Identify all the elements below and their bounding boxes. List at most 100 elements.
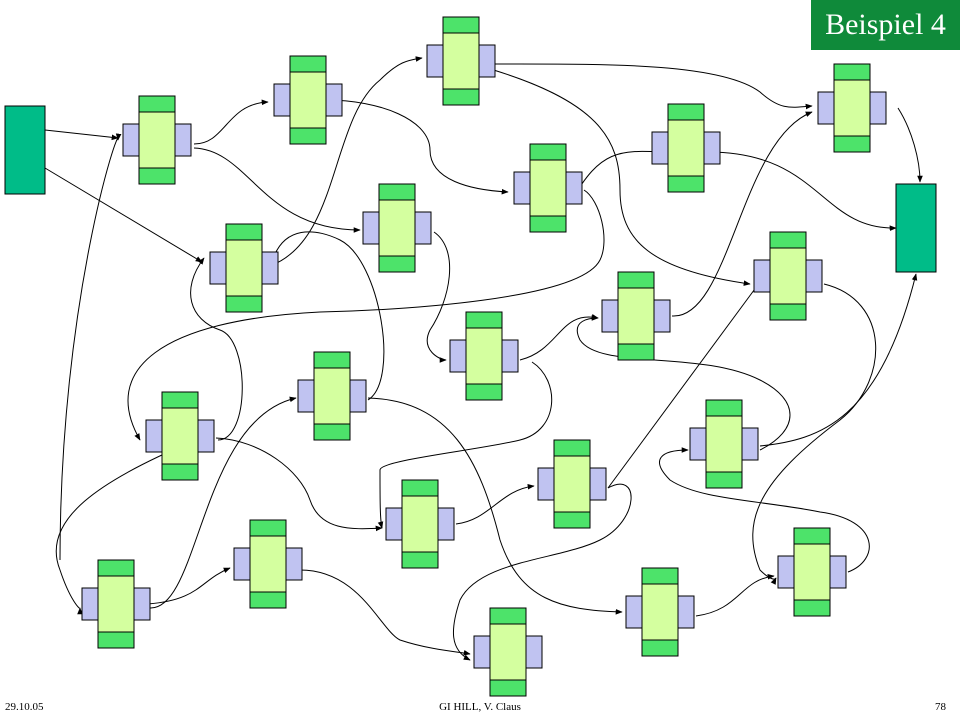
output-port: [437, 507, 455, 541]
connector-arrow: [759, 273, 918, 447]
output-port: [325, 83, 343, 117]
connector-arrow: [269, 56, 423, 267]
block-header-bar: [489, 607, 527, 625]
output-port: [414, 211, 432, 245]
connector-arrow: [193, 147, 361, 233]
input-port: [513, 171, 531, 205]
connector-arrow: [147, 567, 231, 605]
input-port: [753, 259, 771, 293]
process-block: [145, 391, 215, 481]
connector-arrow: [268, 231, 385, 401]
block-footer-bar: [617, 343, 655, 361]
block-footer-bar: [489, 679, 527, 697]
block-header-bar: [529, 143, 567, 161]
connector-arrow: [44, 167, 203, 263]
connector-arrow: [215, 437, 383, 532]
connector-arrow: [193, 99, 269, 145]
process-block: [601, 271, 671, 361]
output-port: [525, 635, 543, 669]
block-footer-bar: [667, 175, 705, 193]
input-port: [122, 123, 140, 157]
block-header-bar: [138, 95, 176, 113]
output-port: [501, 339, 519, 373]
input-port: [777, 555, 795, 589]
connector-arrow: [485, 63, 813, 110]
connector-arrow: [149, 396, 297, 609]
footer-date: 29.10.05: [5, 701, 44, 713]
connector-arrow: [519, 313, 599, 361]
input-port: [426, 44, 444, 78]
input-port: [233, 547, 251, 581]
connector-arrow: [576, 315, 791, 451]
block-header-bar: [97, 559, 135, 577]
block-footer-bar: [769, 303, 807, 321]
input-port: [297, 379, 315, 413]
block-header-bar: [465, 311, 503, 329]
process-block: [209, 223, 279, 313]
input-port: [385, 507, 403, 541]
output-port: [805, 259, 823, 293]
output-port: [565, 171, 583, 205]
block-footer-bar: [401, 551, 439, 569]
output-port: [829, 555, 847, 589]
block-footer-bar: [553, 511, 591, 529]
input-port: [145, 419, 163, 453]
block-header-bar: [553, 439, 591, 457]
block-footer-bar: [313, 423, 351, 441]
block-footer-bar: [793, 599, 831, 617]
process-block: [651, 103, 721, 193]
connector-arrow: [671, 111, 813, 317]
output-port: [478, 44, 496, 78]
block-header-bar: [289, 55, 327, 73]
connector-arrow: [59, 133, 122, 561]
block-footer-bar: [289, 127, 327, 145]
connector-arrow: [44, 129, 119, 141]
process-block: [513, 143, 583, 233]
connector-arrow: [455, 483, 535, 525]
input-port: [537, 467, 555, 501]
block-footer-bar: [833, 135, 871, 153]
block-footer-bar: [529, 215, 567, 233]
block-footer-bar: [641, 639, 679, 657]
input-port: [81, 587, 99, 621]
input-port: [473, 635, 491, 669]
input-port: [817, 91, 835, 125]
input-port: [273, 83, 291, 117]
block-header-bar: [793, 527, 831, 545]
output-port: [589, 467, 607, 501]
connector-arrow: [426, 231, 451, 363]
connector-arrow: [377, 361, 553, 529]
connector-arrow: [479, 65, 751, 286]
process-block: [537, 439, 607, 529]
slide-title: Beispiel 4: [811, 0, 960, 50]
block-header-bar: [705, 399, 743, 417]
block-header-bar: [617, 271, 655, 289]
input-port: [689, 427, 707, 461]
connector-arrow: [367, 397, 623, 615]
block-header-bar: [161, 391, 199, 409]
block-header-bar: [401, 479, 439, 497]
block-header-bar: [442, 16, 480, 34]
output-port: [197, 419, 215, 453]
input-port: [601, 299, 619, 333]
block-header-bar: [833, 63, 871, 81]
connector-arrow: [752, 283, 877, 585]
output-port: [653, 299, 671, 333]
block-header-bar: [249, 519, 287, 537]
block-header-bar: [769, 231, 807, 249]
process-block: [273, 55, 343, 145]
block-header-bar: [378, 183, 416, 201]
block-footer-bar: [378, 255, 416, 273]
input-port: [209, 251, 227, 285]
connector-arrow: [607, 281, 761, 489]
output-port: [261, 251, 279, 285]
block-header-bar: [641, 567, 679, 585]
process-block: [473, 607, 543, 697]
process-block: [297, 351, 367, 441]
block-footer-bar: [442, 88, 480, 106]
process-block: [426, 16, 496, 106]
output-port: [741, 427, 759, 461]
footer-author: GI HILL, V. Claus: [439, 701, 521, 713]
process-block: [449, 311, 519, 401]
